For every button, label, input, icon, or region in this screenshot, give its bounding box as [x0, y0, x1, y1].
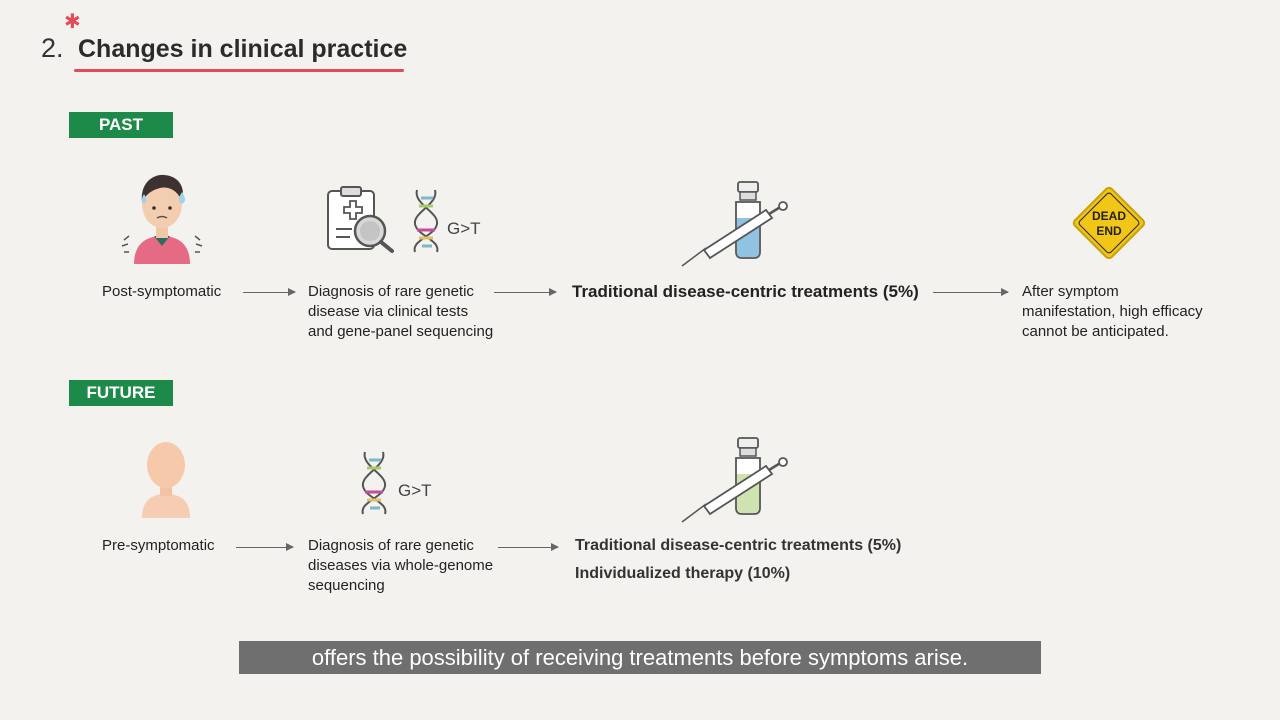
past-mutation-label: G>T: [447, 219, 481, 238]
past-arrow-2: [494, 288, 557, 296]
dna-helix-icon-future: [361, 451, 387, 515]
dna-helix-icon: [413, 189, 439, 253]
past-step2-line1: Diagnosis of rare genetic: [308, 283, 474, 300]
past-step4-line2: manifestation, high efficacy: [1022, 303, 1203, 320]
future-badge: FUTURE: [69, 380, 173, 406]
future-step2-line3: sequencing: [308, 577, 385, 594]
healthy-person-icon: [142, 442, 190, 518]
page-title: Changes in clinical practice: [78, 35, 408, 63]
sweating-patient-icon: [121, 174, 203, 264]
past-step4-line3: cannot be anticipated.: [1022, 323, 1169, 340]
past-step4-line1: After symptom: [1022, 283, 1119, 300]
vaccine-vial-syringe-icon: [681, 181, 788, 267]
future-step2-line2: diseases via whole-genome: [308, 557, 494, 574]
future-arrow-2: [498, 543, 559, 551]
future-mutation-label: G>T: [398, 481, 432, 500]
star-icon: ✱: [64, 11, 81, 33]
past-step3-label: Traditional disease-centric treatments (…: [572, 282, 919, 301]
past-arrow-1: [243, 288, 296, 296]
future-step3-line2: Individualized therapy (10%): [575, 565, 791, 582]
future-step1-label: Pre-symptomatic: [102, 537, 215, 554]
dead-end-sign-icon: DEAD END: [1072, 186, 1146, 260]
future-arrow-1: [236, 543, 294, 551]
title-underline: [74, 69, 404, 72]
subtitle-caption: offers the possibility of receiving trea…: [311, 645, 969, 670]
future-step2-line1: Diagnosis of rare genetic: [308, 537, 474, 554]
past-step2-line2: disease via clinical tests: [308, 303, 469, 320]
sign-text-dead: DEAD: [1092, 209, 1126, 223]
caption-background: [239, 641, 1041, 674]
past-step2-line3: and gene-panel sequencing: [308, 323, 494, 340]
clipboard-magnifier-icon: [327, 186, 394, 253]
sign-text-end: END: [1096, 224, 1122, 238]
past-badge: PAST: [69, 112, 173, 138]
section-number: 2.: [41, 33, 64, 63]
vaccine-vial-syringe-icon-future: [681, 437, 788, 523]
past-arrow-3: [933, 288, 1009, 296]
future-step3-line1: Traditional disease-centric treatments (…: [575, 537, 902, 554]
past-step1-label: Post-symptomatic: [102, 283, 222, 300]
